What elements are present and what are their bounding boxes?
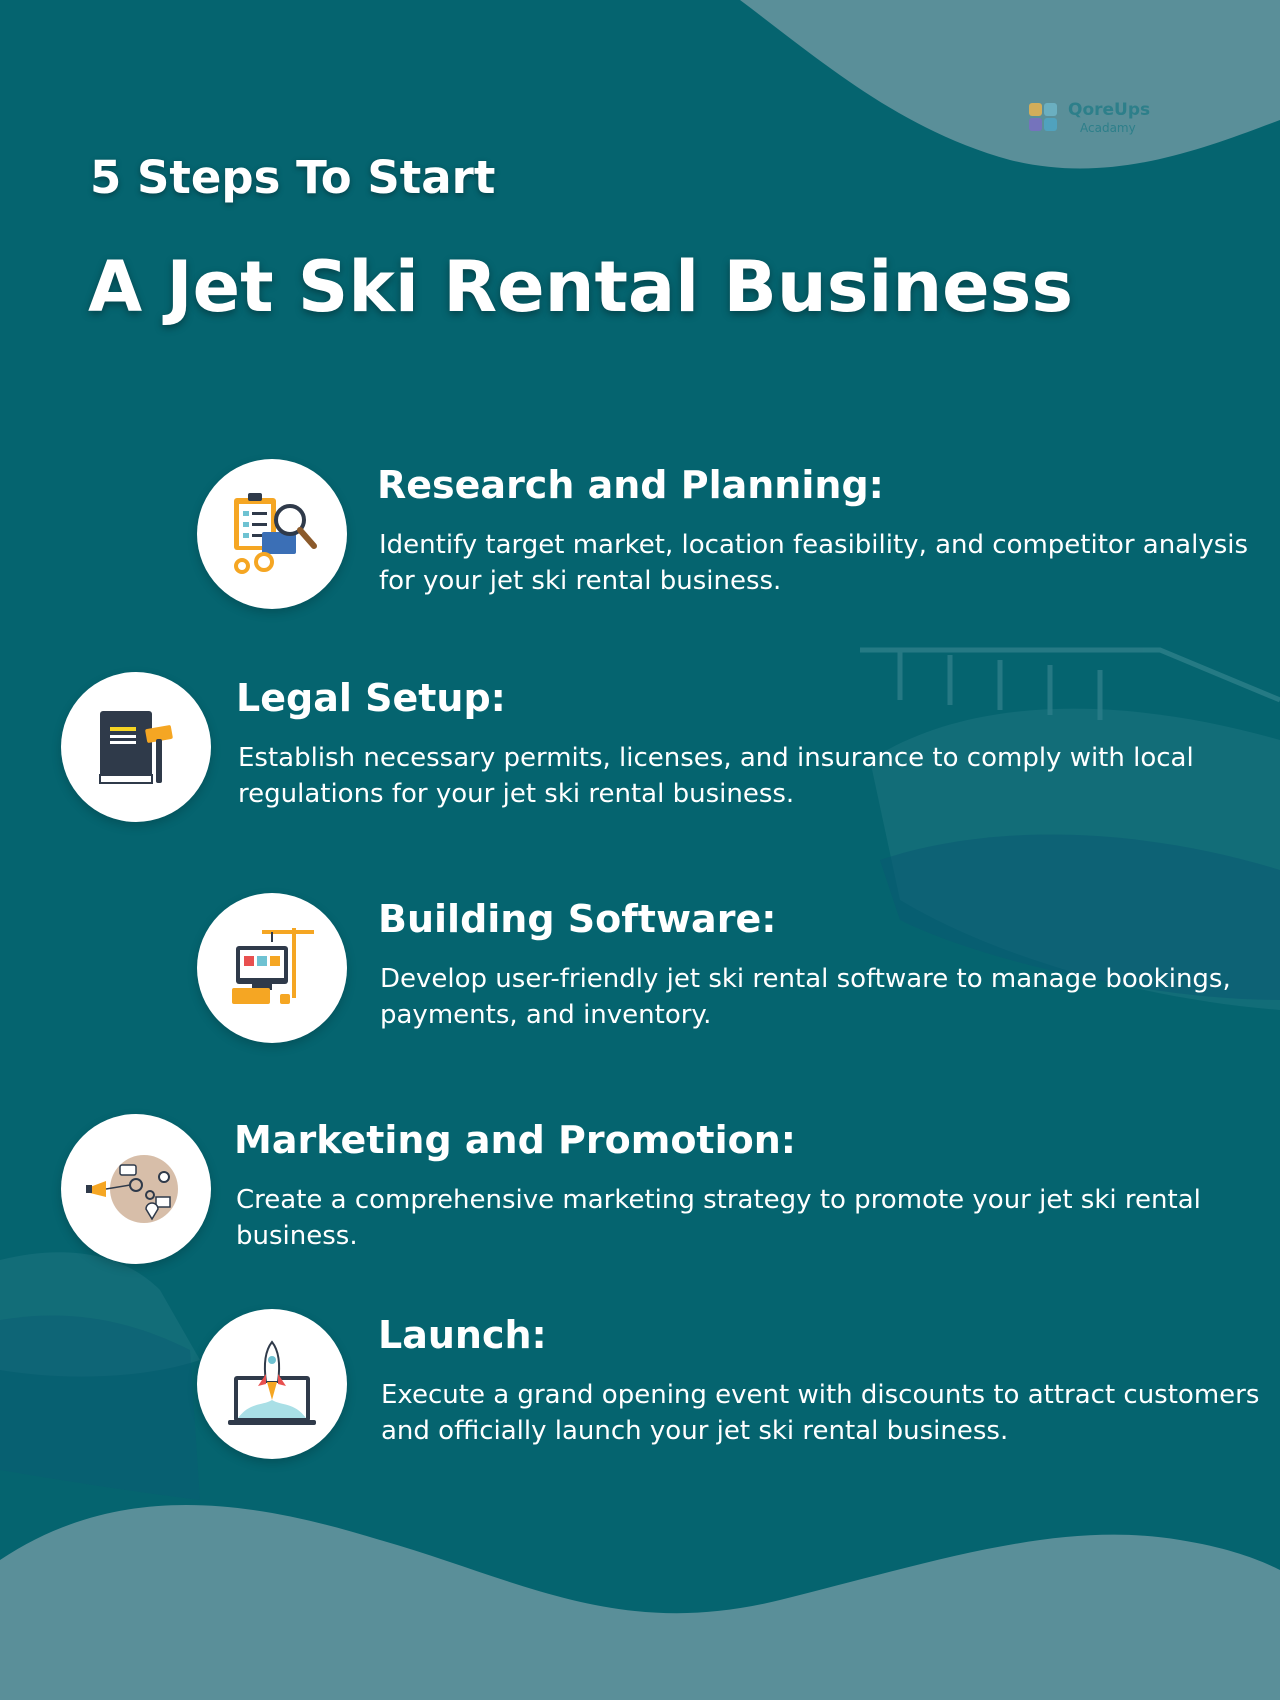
step-description: Establish necessary permits, licenses, a… xyxy=(238,743,1194,809)
launch-icon xyxy=(197,1309,347,1459)
brand-logo: QoreUps Acadamy xyxy=(1026,98,1176,142)
step-title: Building Software: xyxy=(378,897,777,941)
step-title: Launch: xyxy=(378,1313,547,1357)
step-description: Create a comprehensive marketing strateg… xyxy=(236,1185,1201,1251)
step-description: Identify target market, location feasibi… xyxy=(379,530,1249,596)
marketing-icon xyxy=(61,1114,211,1264)
step-description: Develop user-friendly jet ski rental sof… xyxy=(380,964,1231,1030)
step-title: Research and Planning: xyxy=(377,463,884,507)
step-title: Legal Setup: xyxy=(236,676,506,720)
research-icon xyxy=(197,459,347,609)
software-icon xyxy=(197,893,347,1043)
brand-subtitle: Acadamy xyxy=(1080,121,1136,135)
legal-icon xyxy=(61,672,211,822)
brand-mark-icon xyxy=(1029,103,1057,131)
step-title: Marketing and Promotion: xyxy=(234,1118,796,1162)
step-description: Execute a grand opening event with disco… xyxy=(381,1380,1260,1446)
brand-name: QoreUps xyxy=(1068,100,1151,120)
page-title: A Jet Ski Rental Business xyxy=(88,246,1073,328)
page-subtitle: 5 Steps To Start xyxy=(90,151,496,204)
